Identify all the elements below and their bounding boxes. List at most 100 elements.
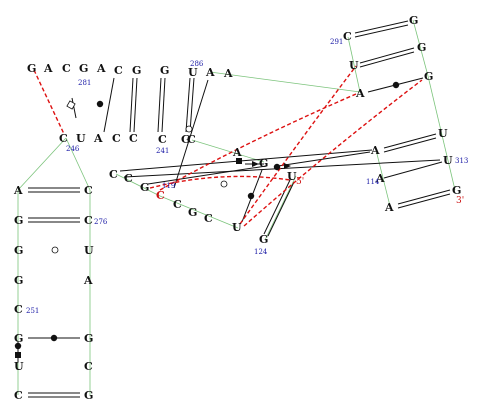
backbone-segment: [412, 19, 429, 77]
base-pair-line: [189, 77, 195, 133]
backbone-segment: [17, 137, 67, 191]
position-number: 286: [190, 60, 204, 68]
wobble-pair-marker: [96, 100, 104, 108]
base-pair-line: [129, 77, 134, 133]
nucleotide-label: G: [132, 64, 141, 77]
nucleotide-label: U: [188, 66, 198, 79]
backbone-lines: [17, 19, 456, 395]
nucleotide-label: G: [14, 244, 23, 257]
base-pair-line: [354, 24, 409, 38]
base-pair-line: [71, 97, 77, 119]
nucleotide-label: G: [188, 206, 197, 219]
base-pair-line: [161, 77, 166, 133]
nucleotide-label: G: [417, 41, 426, 54]
base-pair-line: [354, 20, 409, 34]
noncanonical-pair-marker: [185, 125, 193, 133]
nucleotide-label: G: [160, 64, 169, 77]
nucleotide-label: G: [84, 389, 93, 402]
wobble-pair-marker: [273, 163, 281, 171]
noncanonical-pair-marker: [220, 180, 228, 188]
position-number: 313: [455, 157, 468, 165]
base-pair-line: [359, 47, 415, 64]
base-pair-line: [185, 77, 191, 133]
nucleotide-label: G: [452, 184, 461, 197]
nucleotide-label: A: [355, 87, 365, 100]
position-number: 246: [66, 145, 80, 153]
nucleotide-label: A: [13, 184, 23, 197]
nucleotide-label: A: [93, 132, 103, 145]
tertiary-line: [239, 65, 357, 225]
nucleotide-label: A: [384, 201, 394, 214]
nucleotide-label: U: [287, 170, 297, 183]
wobble-pair-marker: [392, 81, 400, 89]
backbone-segment: [209, 71, 361, 93]
square-pair-marker: [66, 100, 76, 110]
nucleotide-label: A: [375, 172, 385, 185]
backbone-segment: [159, 195, 239, 229]
backbone-segment: [115, 173, 161, 197]
base-pair-line: [277, 151, 371, 167]
nucleotide-label: C: [14, 389, 23, 402]
nucleotide-label: G: [424, 70, 433, 83]
nucleotide-label: C: [173, 198, 182, 211]
nucleotide-label: A: [370, 144, 380, 157]
five-prime-end-label: 5': [296, 177, 304, 187]
position-number: 291: [330, 38, 343, 46]
base-pair-line: [359, 51, 415, 68]
nucleotide-label: C: [84, 214, 93, 227]
base-pair-line: [157, 77, 162, 133]
nucleotide-label: C: [129, 132, 138, 145]
nucleotide-label: U: [232, 221, 242, 234]
nucleotide-label: C: [158, 133, 167, 146]
three-prime-end-label: 3': [456, 196, 464, 206]
wobble-pair-marker: [247, 192, 255, 200]
position-number: 241: [156, 147, 169, 155]
backbone-segment: [264, 175, 297, 241]
tertiary-interaction-lines: [33, 65, 423, 227]
tertiary-line: [33, 69, 65, 135]
nucleotide-label: U: [14, 360, 24, 373]
nucleotide-label: G: [14, 274, 23, 287]
tertiary-line: [243, 79, 423, 227]
nucleotide-label: C: [84, 360, 93, 373]
backbone-segment: [375, 149, 391, 207]
nucleotide-label: A: [96, 62, 106, 75]
arrow-pair-marker: [284, 163, 291, 169]
nucleotide-label: C: [109, 168, 118, 181]
backbone-segment: [427, 75, 456, 191]
nucleotide-label: C: [343, 30, 352, 43]
nucleotide-label: C: [62, 62, 71, 75]
backbone-segment: [65, 137, 91, 191]
nucleotide-label: C: [112, 132, 121, 145]
nucleotide-label: A: [232, 146, 242, 159]
base-pair-line: [397, 189, 451, 205]
nucleotide-label: A: [43, 62, 53, 75]
noncanonical-pair-marker: [51, 246, 59, 254]
nucleotide-label: G: [259, 157, 268, 170]
nucleotide-label: A: [223, 67, 233, 80]
nucleotide-label: U: [349, 59, 359, 72]
nucleotide-label: G: [409, 14, 418, 27]
nucleotide-label: G: [14, 214, 23, 227]
backbone-segment: [191, 139, 265, 163]
tertiary-line: [149, 175, 291, 189]
tertiary-line: [159, 93, 357, 191]
nucleotide-label: C: [204, 212, 213, 225]
nucleotide-label: U: [84, 244, 94, 257]
nucleotide-label: G: [79, 62, 88, 75]
wobble-pair-marker: [14, 342, 22, 350]
square-pair-marker: [236, 158, 242, 164]
nucleotide-label: G: [140, 181, 149, 194]
nucleotide-label: U: [76, 132, 86, 145]
nucleotide-label: C: [124, 172, 133, 185]
nucleotide-label: G: [14, 332, 23, 345]
arrow-pair-marker: [252, 161, 259, 167]
base-pair-line: [383, 133, 437, 149]
pair-markers: [14, 81, 400, 358]
nucleotide-label: A: [205, 66, 215, 79]
position-number: 124: [254, 248, 268, 256]
base-pair-line: [173, 79, 209, 189]
nucleotide-label: U: [438, 127, 448, 140]
nucleotides: G A C G A C G G U A A C U A C C C G C C …: [13, 14, 461, 402]
